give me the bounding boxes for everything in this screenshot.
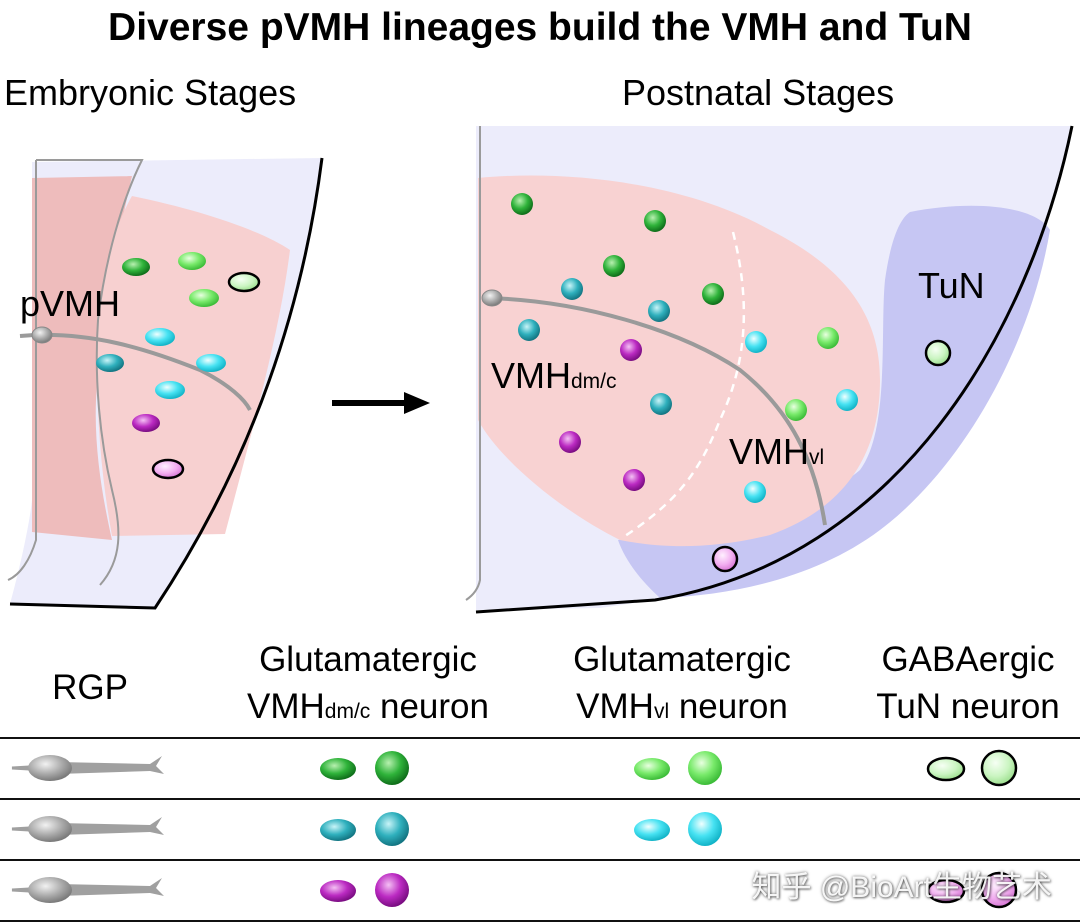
- vl-header-line2: VMHvl neuron: [532, 683, 832, 735]
- postnatal-brain-outline: [475, 125, 1074, 614]
- figure-title: Diverse pVMH lineages build the VMH and …: [108, 6, 972, 49]
- light-green-neuron-round-icon: [688, 751, 722, 785]
- table-rule-bottom: [0, 920, 1080, 922]
- embryonic-brain-outline: [9, 157, 324, 610]
- table-rule-top: [0, 737, 1080, 739]
- legend-row-2: [11, 812, 722, 846]
- postnatal-neuron-light-green: [817, 327, 839, 349]
- legend-header-vmh-dmc: Glutamatergic VMHdm/c neuron: [218, 636, 518, 735]
- rgp-cell-icon: [11, 816, 164, 842]
- dmc-header-neuron: neuron: [370, 687, 489, 726]
- embryonic-neuron-cyan: [155, 381, 185, 399]
- rgp-cell-icon: [11, 755, 164, 781]
- postnatal-neuron-magenta: [623, 469, 645, 491]
- teal-neuron-round-icon: [375, 812, 409, 846]
- postnatal-neuron-teal: [518, 319, 540, 341]
- postnatal-neuron-pink: [711, 545, 739, 573]
- embryonic-neuron-light-green: [189, 289, 219, 307]
- postnatal-stage-label: Postnatal Stages: [622, 72, 895, 113]
- vmh-dmc-label: VMHdm/c: [491, 358, 617, 394]
- rgp-cell-icon: [11, 877, 164, 903]
- legend-header-tun: GABAergic TuN neuron: [856, 636, 1080, 730]
- embryonic-rgp-soma: [31, 326, 53, 344]
- stage-arrow: [332, 392, 430, 414]
- postnatal-neuron-dark-green: [702, 283, 724, 305]
- teal-neuron-oval-icon: [320, 819, 356, 841]
- vmh-subdivision-dashed: [621, 231, 746, 540]
- magenta-neuron-round-icon: [375, 873, 409, 907]
- postnatal-ventricle-edge: [465, 126, 481, 601]
- postnatal-rgp-soma: [481, 289, 503, 307]
- embryonic-rgp-fiber: [19, 332, 252, 411]
- embryonic-neuron-magenta: [132, 414, 160, 432]
- dmc-header-vmh: VMH: [246, 687, 325, 726]
- postnatal-neuron-magenta: [620, 339, 642, 361]
- tun-header-line2: TuN neuron: [876, 687, 1060, 726]
- rgp-header-text: RGP: [52, 668, 128, 707]
- postnatal-neuron-cyan: [745, 331, 767, 353]
- watermark: 知乎 @BioArt生物艺术: [751, 871, 1052, 904]
- vmh-vl-sub: vl: [809, 446, 825, 469]
- dark-green-neuron-round-icon: [375, 751, 409, 785]
- embryonic-neuron-dark-green: [122, 258, 150, 276]
- postnatal-neuron-cyan: [836, 389, 858, 411]
- vmh-dmc-sub: dm/c: [571, 370, 617, 393]
- embryonic-neuron-pale-green: [227, 271, 261, 293]
- postnatal-neuron-teal: [561, 278, 583, 300]
- embryonic-neuron-teal: [96, 354, 124, 372]
- magenta-neuron-oval-icon: [320, 880, 356, 902]
- legend-header-vmh-vl: Glutamatergic VMHvl neuron: [532, 636, 832, 735]
- cyan-neuron-round-icon: [688, 812, 722, 846]
- pale-green-neuron-round-icon: [980, 749, 1018, 787]
- postnatal-neuron-dark-green: [603, 255, 625, 277]
- tun-label: TuN: [918, 265, 985, 306]
- embryonic-stage-label: Embryonic Stages: [4, 72, 297, 113]
- vmh-vl-main: VMH: [729, 431, 809, 472]
- dmc-header-sub: dm/c: [324, 700, 371, 723]
- table-rule-1: [0, 798, 1080, 800]
- vmh-pink-region: [478, 175, 880, 547]
- cyan-neuron-oval-icon: [634, 819, 670, 841]
- embryonic-neuron-pink: [151, 458, 185, 480]
- dmc-header-line1: Glutamatergic: [259, 640, 477, 679]
- postnatal-neuron-light-green: [785, 399, 807, 421]
- vl-header-vmh: VMH: [576, 687, 654, 726]
- vmh-vl-label: VMHvl: [729, 434, 824, 470]
- legend-row-1: [11, 749, 1018, 787]
- vl-header-neuron: neuron: [669, 687, 788, 726]
- embryonic-panel: [7, 157, 324, 610]
- vmh-dmc-main: VMH: [491, 355, 571, 396]
- postnatal-neuron-dark-green: [644, 210, 666, 232]
- ventricle-edge: [7, 160, 37, 581]
- embryonic-neuron-cyan: [196, 354, 226, 372]
- postnatal-neuron-teal: [648, 300, 670, 322]
- postnatal-panel: [465, 125, 1074, 614]
- postnatal-neuron-cyan: [744, 481, 766, 503]
- vl-header-sub: vl: [653, 700, 670, 723]
- postnatal-neuron-dark-green: [511, 193, 533, 215]
- pale-green-neuron-oval-icon: [926, 756, 966, 782]
- light-green-neuron-oval-icon: [634, 758, 670, 780]
- dmc-header-line2: VMHdm/c neuron: [218, 683, 518, 735]
- embryonic-neuron-cyan: [145, 328, 175, 346]
- postnatal-rgp-fiber: [484, 296, 827, 526]
- postnatal-neuron-pale-green: [924, 339, 952, 367]
- postnatal-neuron-magenta: [559, 431, 581, 453]
- pink-neuron-oval-icon: [926, 878, 966, 904]
- embryonic-neuron-light-green: [178, 252, 206, 270]
- legend-header-rgp: RGP: [30, 664, 150, 711]
- dark-green-neuron-oval-icon: [320, 758, 356, 780]
- legend-row-3: [11, 871, 1018, 909]
- pvmh-label: pVMH: [20, 283, 121, 324]
- tun-header-line1: GABAergic: [881, 640, 1055, 679]
- postnatal-neuron-teal: [650, 393, 672, 415]
- ventricle-outline: [36, 159, 144, 586]
- vl-header-line1: Glutamatergic: [573, 640, 791, 679]
- tun-blue-region: [618, 205, 1050, 599]
- table-rule-2: [0, 859, 1080, 861]
- pink-neuron-round-icon: [980, 871, 1018, 909]
